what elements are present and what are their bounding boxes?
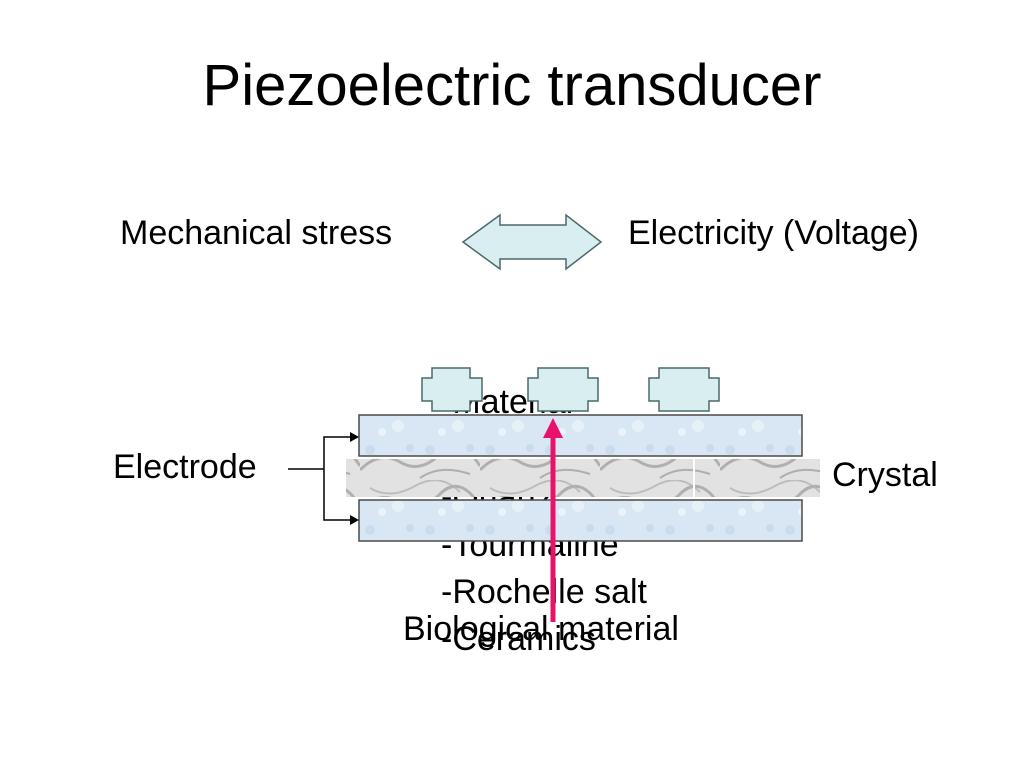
slide-title: Piezoelectric transducer	[202, 53, 822, 118]
arrowhead-icon	[350, 515, 359, 525]
electricity-label: Electricity (Voltage)	[628, 214, 919, 252]
material-item: -Ceramics	[441, 620, 596, 658]
arrowhead-icon	[350, 432, 359, 442]
crystal-layer	[346, 459, 820, 497]
double-arrow-icon	[461, 213, 603, 271]
biological-material-label: Biological material	[403, 610, 679, 648]
material-item: -Rochelle salt	[441, 573, 647, 611]
mechanical-stress-label: Mechanical stress	[120, 214, 393, 252]
pressure-block	[527, 367, 599, 412]
bottom-electrode	[358, 499, 803, 542]
pressure-block	[648, 367, 720, 412]
crystal-label: Crystal	[832, 456, 938, 494]
pressure-block	[421, 367, 483, 412]
pointer-arrowhead-icon	[543, 418, 563, 438]
top-electrode	[358, 414, 803, 457]
electrode-label: Electrode	[113, 448, 257, 486]
